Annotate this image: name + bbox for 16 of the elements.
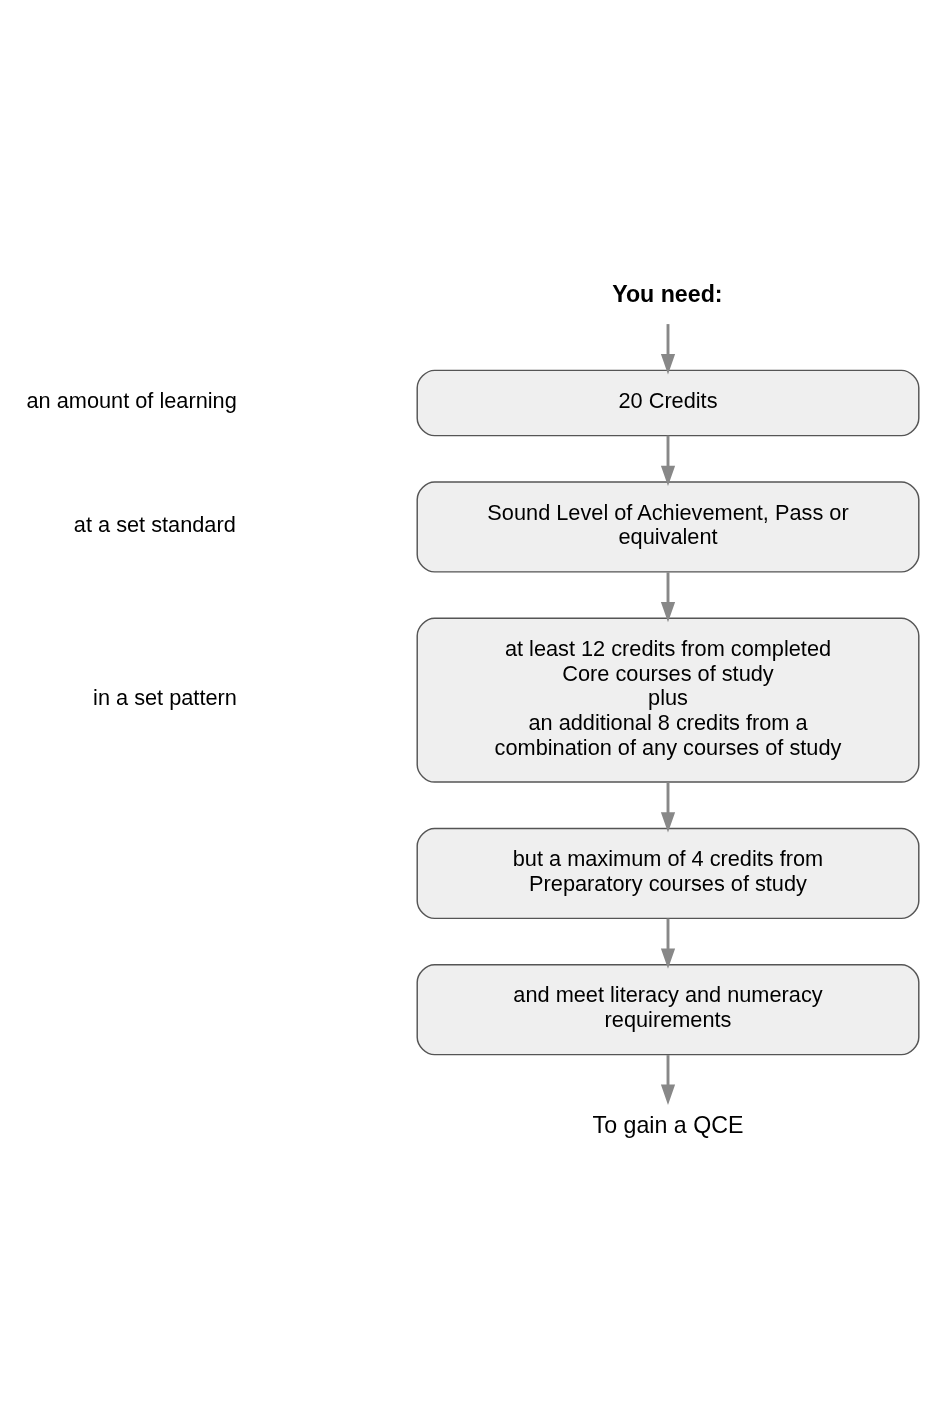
label: an amount of learning bbox=[26, 388, 237, 414]
arrow bbox=[660, 918, 676, 969]
node-box: at least 12 credits from completed Core courses of study plus an additional 8 credits from a combination of any courses of study bbox=[416, 617, 920, 783]
arrow bbox=[660, 324, 676, 375]
label: at a set standard bbox=[73, 512, 236, 538]
arrow bbox=[660, 572, 676, 623]
arrow bbox=[660, 782, 676, 833]
node-box: but a maximum of 4 credits from Preparatory courses of study bbox=[416, 827, 920, 920]
arrow bbox=[660, 1055, 676, 1105]
arrow bbox=[660, 435, 676, 487]
node-box: Sound Level of Achievement, Pass or equivalent bbox=[416, 481, 920, 573]
node-box: 20 Credits bbox=[416, 369, 920, 437]
label: in a set pattern bbox=[93, 685, 237, 711]
node-text: To gain a QCE bbox=[592, 1111, 744, 1138]
node-box: and meet literacy and numeracy requirements bbox=[416, 964, 920, 1056]
node-text: You need: bbox=[612, 280, 723, 307]
